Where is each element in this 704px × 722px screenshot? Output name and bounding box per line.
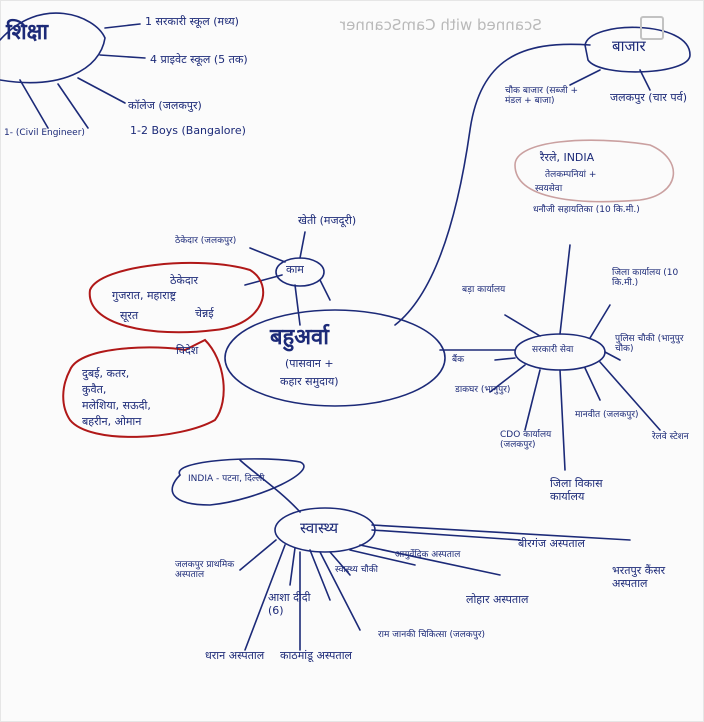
kam-item-thekedar: ठेकेदार (जलकपुर) [175,236,237,246]
sarkari-item-bank: बैंक [452,355,465,365]
sarkari-title: सरकारी सेवा [532,345,574,355]
sarkari-item-dhanauji: धनौजी सहायतिका (10 कि.मी.) [533,205,640,215]
kam-item-kheti: खेती (मजदूरी) [298,214,357,227]
sarkari-item-manvit: मानवीत (जलकपुर) [575,410,639,420]
shiksha-item-government-school: 1 सरकारी स्कूल (मध्य) [145,15,239,28]
bahar-line-3: मलेशिया, सऊदी, [82,399,151,412]
bahar-line-4: बहरीन, ओमान [82,415,142,428]
sarkari-item-jila-vikas: जिला विकास कार्यालय [550,477,603,503]
swasthya-item-ram-janaki: राम जानकी चिकित्सा (जलकपुर) [378,630,486,640]
swasthya-item-prathmik: जलकपुर प्राथमिक अस्पताल [175,560,235,581]
bahar-line-2: कुवैत, [82,383,107,396]
swasthya-item-chowki: स्वास्थ्य चौकी [335,565,379,575]
bazar-bubble-line-3: स्वयसेवा [535,184,563,194]
center-subtitle-1: (पासवान + [285,357,334,370]
kam-title: काम [286,263,304,276]
swasthya-item-lohar: लोहार अस्पताल [466,593,529,606]
bazar-bubble-line-1: रैरले, INDIA [540,151,595,164]
watermark-text: Scanned with CamScanner [340,16,542,34]
shiksha-title: शिक्षा [6,20,49,45]
swasthya-bubble: INDIA - पटना, दिल्ली [188,474,265,484]
kam-red-chennai: चेन्नई [195,307,214,320]
swasthya-title: स्वास्थ्य [300,519,339,537]
shiksha-item-private-school: 4 प्राइवेट स्कूल (5 तक) [150,53,248,66]
swasthya-item-ayurvedic: आयुर्वेदिक अस्पताल [395,550,461,560]
sarkari-item-police-chowki: पुलिस चौकी (भानुपुर चौक) [615,334,684,355]
bazar-title: बाजार [612,37,646,55]
swasthya-item-bharatpur: भरतपुर कैंसर अस्पताल [612,564,666,590]
sarkari-item-bada-karyalay: बड़ा कार्यालय [462,285,506,295]
sarkari-item-cdo: CDO कार्यालय (जलकपुर) [500,430,552,451]
center-title: बहुअर्वा [270,325,329,350]
sarkari-item-jila-karyalay: जिला कार्यालय (10 कि.मी.) [612,268,679,289]
shiksha-item-civil-engineer: 1- (Civil Engineer) [4,128,85,138]
kam-red-thekedar: ठेकेदार [170,274,199,287]
shiksha-item-college: कॉलेज (जलकपुर) [128,99,202,112]
bahar-line-1: दुबई, कतर, [82,367,130,380]
sarkari-item-railway: रेलवे स्टेशन [652,432,689,442]
swasthya-item-asha: आशा दीदी (6) [268,591,311,617]
bazar-bubble-line-2: तेलकम्पनियां + [545,170,597,180]
swasthya-item-dharan: धरान अस्पताल [205,649,265,662]
center-subtitle-2: कहार समुदाय) [280,375,339,388]
sarkari-item-dakghar: डाकघर (भानुपुर) [455,385,511,395]
swasthya-item-kathmandu: काठमांडू अस्पताल [280,649,353,662]
bahar-title: विदेश [176,344,199,357]
bazar-item-jalakpur: जलकपुर (चार पर्व) [610,91,688,104]
kam-red-surat: सूरत [120,309,139,322]
swasthya-item-birgunj: बीरगंज अस्पताल [518,537,585,550]
shiksha-item-boys-bangalore: 1-2 Boys (Bangalore) [130,124,246,137]
camscanner-logo-icon [640,16,664,40]
bazar-item-chowk: चौक बाजार (सब्जी + मंडल + बाजा) [505,86,579,107]
kam-red-states: गुजरात, महाराष्ट्र [112,289,177,302]
